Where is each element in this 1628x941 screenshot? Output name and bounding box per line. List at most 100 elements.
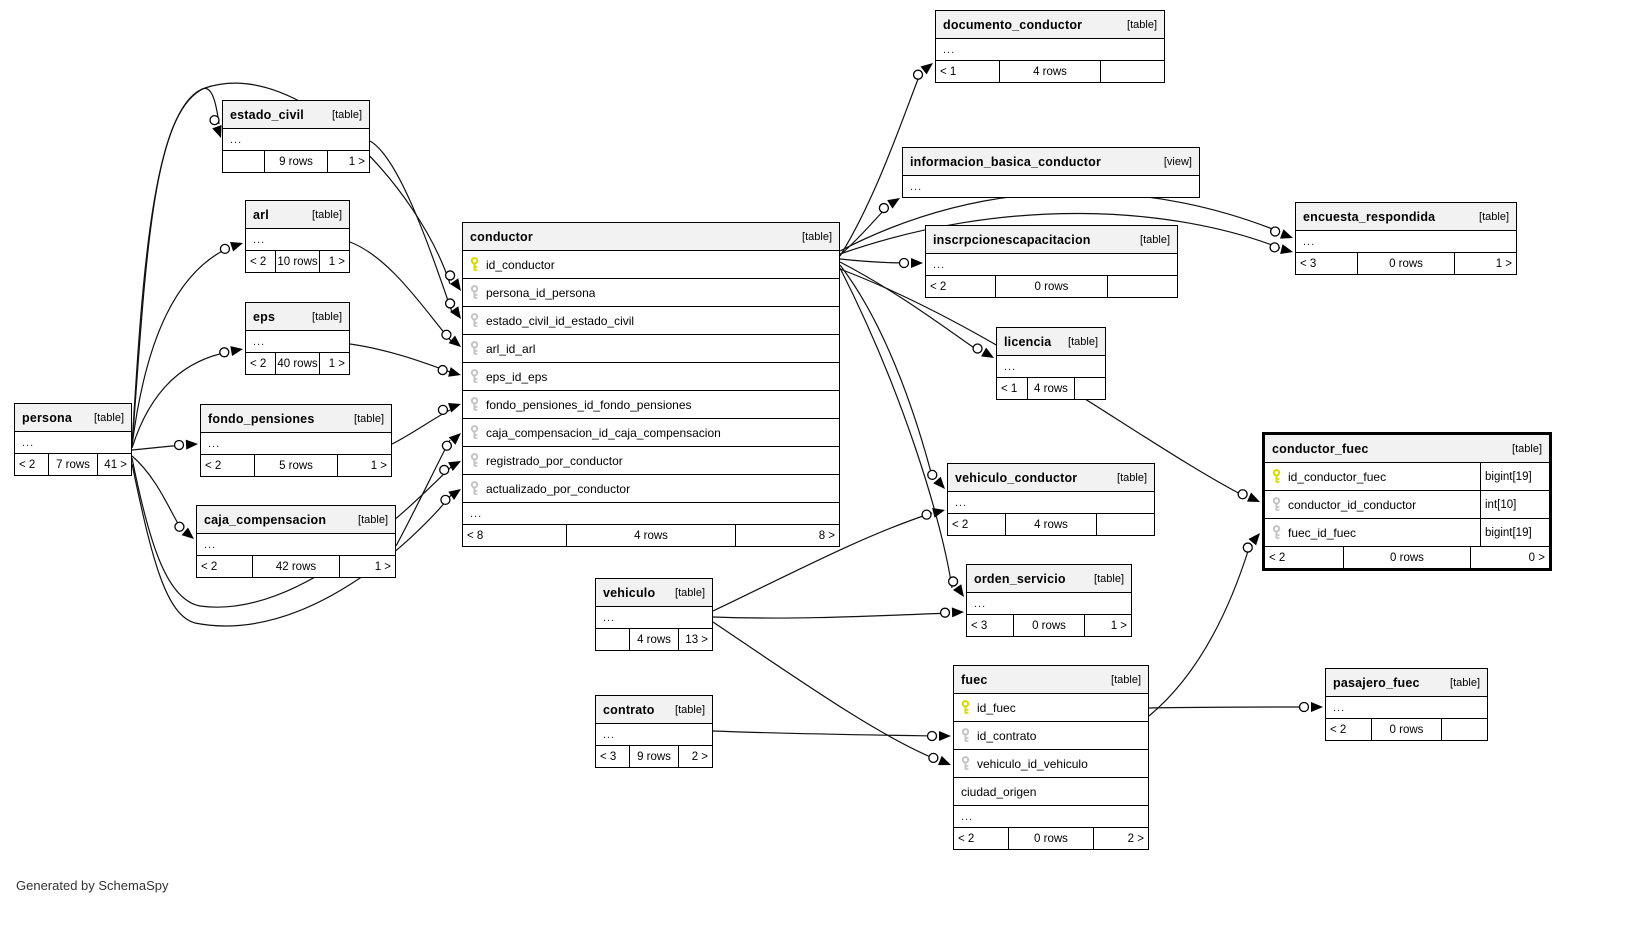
column-name: id_contrato [977,728,1037,743]
children-count [1075,378,1105,399]
table-type-label: [table] [354,412,384,425]
edge-conductor-to-informacion_basica_conductor [839,198,900,256]
children-count: 1 > [348,155,366,168]
table-header: vehiculo [table] [596,579,712,607]
table-name-link[interactable]: documento_conductor [943,17,1083,32]
parents-count: < 1 [997,378,1029,399]
crow-foot-arrow-icon [1248,533,1260,546]
table-header: orden_servicio[table] [967,565,1131,593]
column-name: ... [253,335,266,348]
table-name-link[interactable]: informacion_basica_conductor [910,154,1102,169]
table-name-link[interactable]: persona [22,410,73,425]
more-columns-row: ... [246,331,349,353]
table-name-link[interactable]: eps [253,309,276,324]
table-name-link[interactable]: inscrpcionescapacitacion [933,232,1091,247]
row-count: 7 rows [49,454,99,475]
table-name-link[interactable]: conductor [470,229,533,244]
zero-or-one-circle-icon [926,730,938,742]
table-type-label: [table] [312,310,342,323]
table-name-link[interactable]: contrato [603,702,655,717]
table-name-link[interactable]: conductor_fuec [1272,441,1369,456]
more-columns-row: ... [596,724,712,746]
foreign-key-icon [470,369,479,384]
table-type-label: [table] [1450,676,1480,689]
foreign-key-icon [470,341,479,356]
crow-foot-arrow-icon [887,198,900,209]
foreign-key-icon [470,313,479,328]
crow-foot-arrow-icon [181,527,194,539]
row-count: 4 rows [1006,514,1097,535]
children-count: 8 > [818,529,835,542]
column-name: ... [204,538,217,551]
edge-fondo_pensiones-to-conductor.fondo_pensiones_id_fondo_pensiones [391,402,461,445]
zero-or-one-circle-icon [927,469,938,481]
table-name-link[interactable]: pasajero_fuec [1333,675,1420,690]
table-name-link[interactable]: caja_compensacion [204,512,327,527]
column-id_conductor: id_conductor [463,251,839,279]
table-name-link[interactable]: vehiculo [603,585,656,600]
children-count: 41 > [104,458,127,471]
zero-or-one-circle-icon [219,243,231,255]
edge-persona-to-estado_civil [131,87,222,446]
table-name-link[interactable]: estado_civil [230,107,304,122]
children-count: 0 > [1528,551,1545,564]
column-estado_civil_id_estado_civil: estado_civil_id_estado_civil [463,307,839,335]
zero-or-one-circle-icon [437,404,449,416]
table-header: documento_conductor[table] [936,11,1164,39]
children-count: 2 > [691,750,708,763]
parents-count: < 2 [954,828,1009,849]
children-count: 1 > [328,357,345,370]
table-informacion_basica_conductor[interactable]: informacion_basica_conductor[view]... [902,147,1200,198]
table-name-link[interactable]: fuec [961,672,988,687]
edge-estado_civil-to-conductor.estado_civil_id_estado_civil [369,140,461,319]
table-type-label: [table] [332,108,362,121]
crow-foot-arrow-icon [448,489,461,500]
table-name-link[interactable]: orden_servicio [974,571,1066,586]
table-name-link[interactable]: fondo_pensiones [208,411,315,426]
parents-count: < 2 [15,454,49,475]
table-name-link[interactable]: licencia [1004,334,1052,349]
more-columns-row: ... [463,503,839,525]
column-datatype: bigint[19] [1480,519,1549,546]
table-header: fuec[table] [954,666,1148,694]
row-count: 10 rows [276,251,320,272]
table-name-link[interactable]: arl [253,207,269,222]
table-type-label: [table] [675,586,705,599]
table-type-label: [table] [1512,442,1542,455]
parents-count: < 2 [246,353,276,374]
column-fondo_pensiones_id_fondo_pensiones: fondo_pensiones_id_fondo_pensiones [463,391,839,419]
zero-or-one-circle-icon [173,439,185,451]
table-header: fondo_pensiones [table] [201,405,391,433]
table-header: persona[table] [15,404,131,432]
primary-key-icon [961,700,970,715]
zero-or-one-circle-icon [939,607,951,618]
more-columns-row: ... [1326,697,1487,719]
table-name-link[interactable]: vehiculo_conductor [955,470,1078,485]
table-header: vehiculo_conductor[table] [948,464,1154,492]
foreign-key-icon [961,756,970,771]
table-type-label: [view] [1163,155,1192,168]
zero-or-one-circle-icon [928,752,939,764]
table-name-link[interactable]: encuesta_respondida [1303,209,1436,224]
